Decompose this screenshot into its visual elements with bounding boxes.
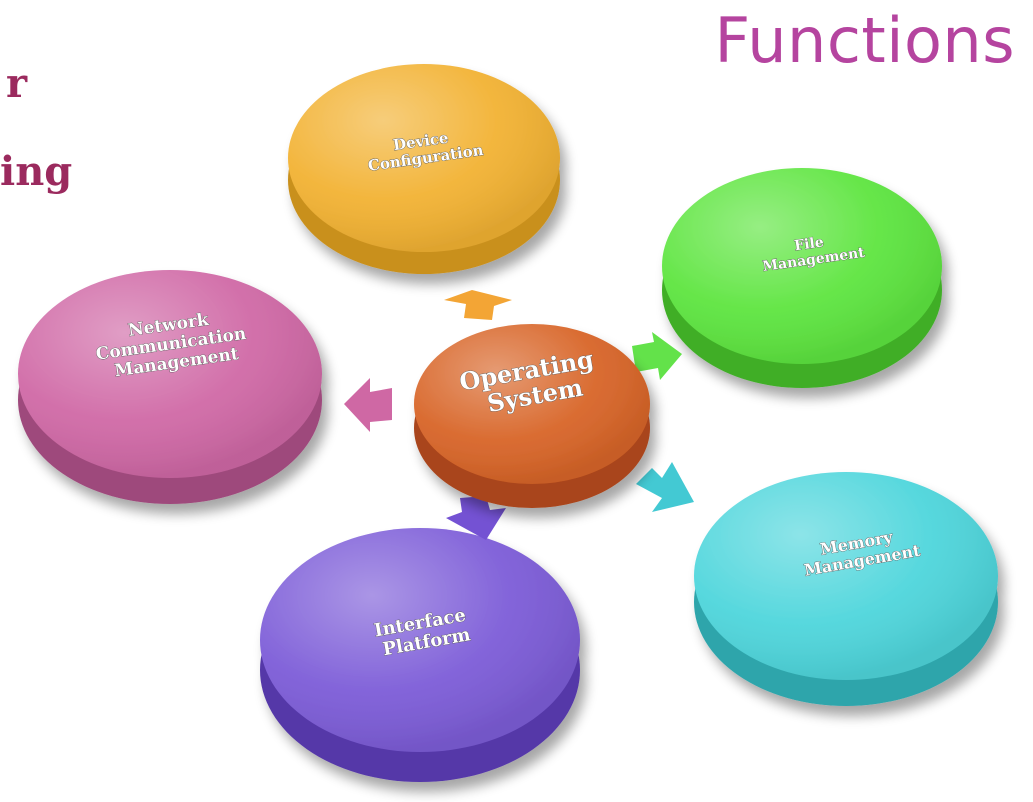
left-fragment-line1: r	[6, 60, 28, 107]
arrow-to-network	[344, 378, 392, 432]
arrow-to-interface	[446, 496, 506, 540]
disk-operating-system	[414, 324, 650, 508]
page-title: Functions	[714, 4, 1015, 77]
arrow-to-file	[632, 332, 682, 380]
disk-network-shine	[18, 270, 322, 478]
disk-interface-shine	[260, 528, 580, 752]
disk-device-configuration	[288, 64, 560, 274]
disk-interface-platform	[260, 528, 580, 782]
disk-memory-shine	[694, 472, 998, 680]
arrow-to-memory	[636, 462, 694, 512]
disk-device-shine	[288, 64, 560, 252]
disk-center-shine	[414, 324, 650, 484]
disk-file-label-line1: File	[793, 234, 825, 254]
disk-memory-management	[694, 472, 998, 706]
left-fragment-line2: ing	[0, 148, 73, 195]
disk-network-communication	[18, 270, 322, 504]
disk-file-management	[662, 168, 942, 388]
arrow-to-device	[444, 290, 512, 320]
disk-file-shine	[662, 168, 942, 364]
